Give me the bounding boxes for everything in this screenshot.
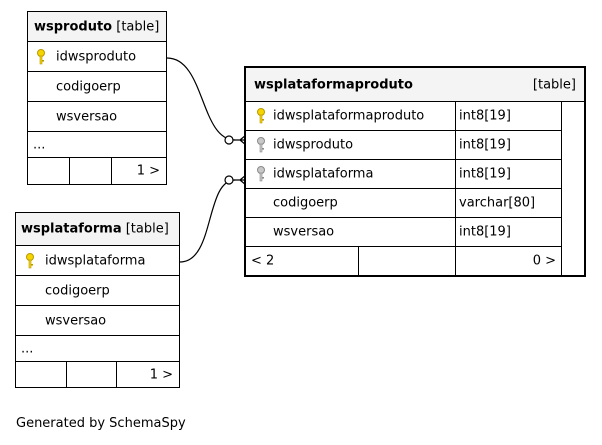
footer-parents-count: < 2	[246, 246, 359, 275]
table-name: wsplataformaproduto	[254, 77, 413, 92]
column-type: int8[19]	[459, 108, 511, 124]
foreign-key-icon	[257, 165, 265, 181]
column-row: idwsproduto	[28, 42, 166, 72]
column-type-cell: int8[19]	[455, 130, 562, 160]
foreign-key-icon	[257, 136, 265, 152]
column-name-cell: idwsplataformaproduto	[246, 102, 456, 131]
column-name: codigoerp	[273, 195, 338, 210]
table-header: wsplataformaproduto [table]	[246, 68, 584, 102]
column-name: idwsplataformaproduto	[273, 108, 425, 124]
relation-wsplataforma-to-wsplataformaproduto	[179, 179, 236, 263]
column-name-cell: idwsplataforma	[246, 159, 456, 189]
column-row: codigoerp	[16, 276, 179, 306]
relation-end-circle	[224, 175, 234, 185]
column-name-cell: codigoerp	[246, 188, 456, 218]
column-name: idwsplataforma	[273, 166, 374, 181]
table-name: wsproduto	[34, 19, 113, 34]
column-name: idwsplataforma	[45, 253, 146, 268]
footer-children-count: 0 >	[455, 246, 562, 275]
relation-wsproduto-to-wsplataformaproduto	[166, 57, 236, 141]
column-type-cell: varchar[80]	[455, 188, 562, 218]
column-name: idwsproduto	[56, 49, 137, 64]
column-name: idwsproduto	[273, 137, 354, 152]
column-row-ellipsis: ...	[28, 132, 166, 158]
table-name: wsplataforma	[21, 221, 122, 237]
column-row: wsversao	[16, 306, 179, 336]
column-name: wsversao	[56, 109, 118, 124]
table-kind: [table]	[125, 221, 169, 237]
footer-cell	[28, 158, 70, 184]
primary-key-icon	[26, 252, 34, 268]
column-name: wsversao	[273, 224, 335, 239]
relation-end-circle	[224, 135, 234, 145]
column-type: int8[19]	[459, 137, 511, 152]
column-name: codigoerp	[45, 283, 110, 298]
column-name-cell: idwsproduto	[246, 130, 456, 160]
footer-cell	[69, 158, 112, 184]
column-type-cell: int8[19]	[455, 102, 562, 131]
column-row: wsversao	[28, 102, 166, 132]
footer-children-count: 1 >	[149, 367, 173, 382]
column-row: codigoerp	[28, 72, 166, 102]
generated-by-label: Generated by SchemaSpy	[16, 416, 186, 431]
column-type: int8[19]	[459, 166, 511, 181]
column-type: varchar[80]	[459, 195, 536, 210]
column-type-cell: int8[19]	[455, 217, 562, 247]
column-name: wsversao	[45, 313, 107, 328]
column-name: codigoerp	[56, 79, 121, 94]
table-kind: [table]	[532, 77, 576, 92]
footer-cell	[16, 362, 67, 387]
primary-key-icon	[257, 108, 265, 124]
table-kind: [table]	[116, 19, 160, 34]
footer-children-count: 1 >	[136, 163, 160, 179]
column-name-cell: wsversao	[246, 217, 456, 247]
table-wsplataforma[interactable]: wsplataforma [table] idwsplataforma codi…	[15, 212, 180, 388]
column-type-cell: int8[19]	[455, 159, 562, 189]
table-header: wsproduto [table]	[28, 12, 166, 42]
column-row: idwsplataforma	[16, 246, 179, 276]
footer-cell	[358, 246, 456, 275]
footer-cell	[66, 362, 117, 387]
table-wsproduto[interactable]: wsproduto [table] idwsproduto codigoerp …	[27, 11, 167, 185]
column-row-ellipsis: ...	[16, 336, 179, 362]
table-wsplataformaproduto[interactable]: wsplataformaproduto [table] idwsplatafor…	[244, 66, 586, 277]
primary-key-icon	[37, 48, 45, 64]
column-type: int8[19]	[459, 224, 511, 239]
table-header: wsplataforma [table]	[16, 213, 179, 246]
